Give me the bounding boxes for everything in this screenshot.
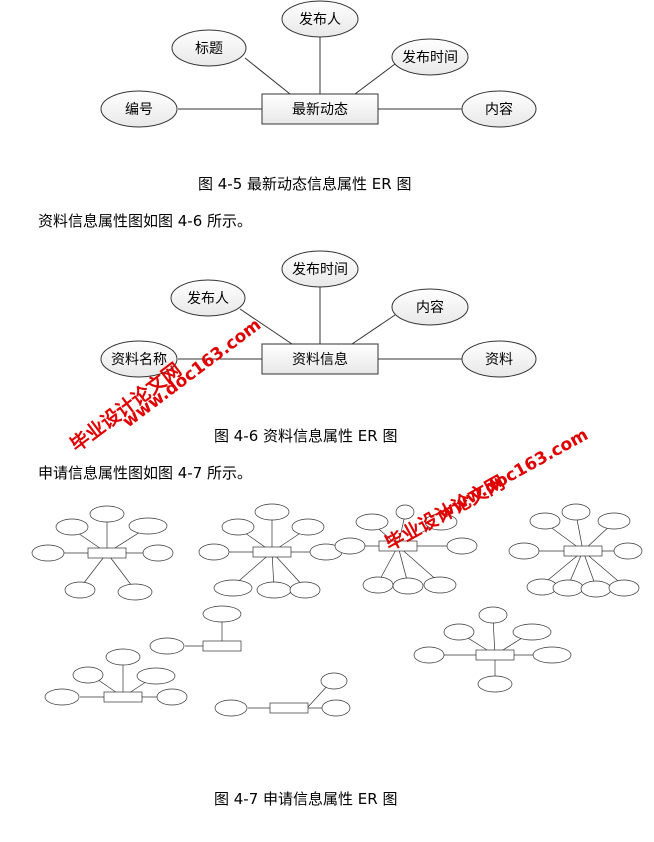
attr-label: 内容 — [416, 299, 444, 316]
entity-box — [261, 93, 379, 125]
attr-label: 内容 — [485, 101, 513, 118]
attr-ellipse — [391, 288, 469, 326]
attr-label: 标题 — [195, 41, 223, 57]
attr-label: 发布人 — [299, 12, 341, 28]
attr-ellipse — [281, 0, 359, 38]
er-diagram-application-info — [31, 503, 643, 717]
attr-label: 资料名称 — [111, 352, 167, 368]
attr-label: 编号 — [125, 102, 153, 118]
attr-label: 发布时间 — [402, 50, 458, 66]
paragraph-intro-4-6: 资料信息属性图如图 4-6 所示。 — [38, 212, 253, 230]
attr-ellipse — [100, 340, 178, 378]
er-diagram-latest-news: 发布人 标题 发布时间 编号 内容 最新动态 — [100, 0, 537, 128]
figure-caption-4-7: 图 4-7 申请信息属性 ER 图 — [214, 790, 398, 808]
entity-box — [261, 343, 379, 375]
er-diagram-material-info: 发布时间 发布人 内容 资料名称 资料 资料信息 — [100, 250, 537, 378]
attr-ellipse — [391, 38, 469, 76]
attr-ellipse — [170, 279, 246, 317]
figure-caption-4-5: 图 4-5 最新动态信息属性 ER 图 — [198, 175, 412, 193]
attr-ellipse — [171, 29, 247, 67]
attr-ellipse — [461, 340, 537, 378]
attr-ellipse — [461, 90, 537, 128]
entity-label: 最新动态 — [292, 102, 348, 118]
attr-label: 资料 — [485, 352, 513, 368]
attr-ellipse — [281, 250, 359, 288]
figure-caption-4-6: 图 4-6 资料信息属性 ER 图 — [214, 427, 398, 445]
attr-label: 发布人 — [187, 291, 229, 307]
attr-ellipse — [100, 90, 178, 128]
paragraph-intro-4-7: 申请信息属性图如图 4-7 所示。 — [38, 464, 253, 482]
attr-label: 发布时间 — [292, 262, 348, 278]
entity-label: 资料信息 — [292, 351, 348, 368]
